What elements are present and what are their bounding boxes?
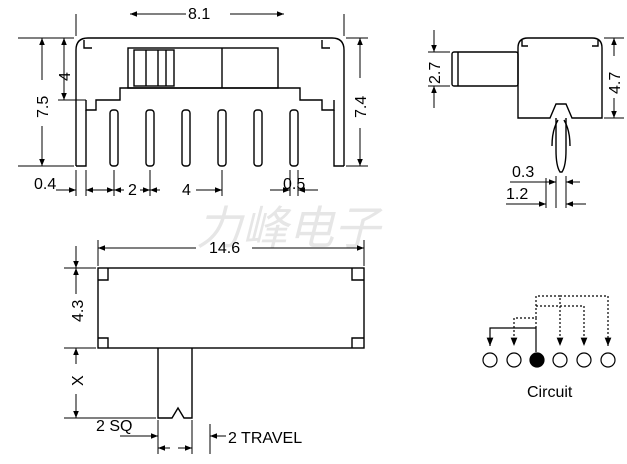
circuit-label: Circuit (527, 384, 573, 401)
side-actuator (451, 51, 519, 87)
bottom-corner-marks (98, 268, 364, 348)
watermark-text: 力峰电子 (196, 201, 383, 255)
pin-pitch-label-2: 4 (182, 182, 191, 199)
bottom-body (97, 267, 365, 349)
top-overall-height-label: 7.5 (35, 96, 52, 118)
terminal-1 (482, 352, 498, 368)
terminal-common (529, 352, 545, 368)
top-left-height-label: 4 (57, 72, 74, 81)
pin-width-label: 0.5 (283, 176, 305, 193)
side-corner-marks (521, 40, 599, 47)
top-width-label: 8.1 (188, 6, 210, 23)
side-actuator-height-label: 2.7 (427, 62, 444, 84)
pin-thickness-label: 0.3 (512, 164, 534, 181)
travel-label: 2 TRAVEL (228, 430, 302, 447)
side-body (517, 37, 603, 119)
circuit-dotted-link-1 (510, 317, 537, 346)
actuator-length-label: X (70, 375, 87, 386)
pin-span-label: 1.2 (506, 186, 528, 203)
side-view-dimensions (428, 30, 624, 208)
actuator-knob (133, 49, 175, 87)
terminal-4 (552, 352, 568, 368)
circuit-dotted-link-3 (535, 295, 564, 346)
terminal-6 (600, 352, 616, 368)
bottom-view (97, 267, 365, 419)
left-leg (76, 110, 87, 167)
top-pins (109, 109, 299, 167)
bottom-actuator (157, 348, 193, 419)
side-body-height-label: 4.7 (607, 72, 624, 94)
bottom-view-dimensions (64, 240, 365, 454)
actuator-size-label: 2 SQ (96, 418, 132, 435)
right-leg (333, 110, 344, 167)
top-body-outline (75, 37, 345, 166)
terminal-2 (506, 352, 522, 368)
top-body-base (85, 87, 335, 111)
top-corner-marks (83, 40, 330, 49)
circuit-diagram (482, 295, 616, 368)
top-right-height-label: 7.4 (353, 96, 370, 118)
bottom-depth-label: 4.3 (70, 300, 87, 322)
slide-slot (127, 47, 279, 89)
bottom-length-label: 14.6 (209, 240, 240, 257)
top-view (75, 37, 345, 167)
pin-pitch-label-1: 2 (128, 182, 137, 199)
top-view-dimensions (18, 11, 368, 196)
side-view (451, 37, 603, 173)
pin-edge-label: 0.4 (34, 176, 56, 193)
side-pin (555, 118, 567, 173)
terminal-5 (576, 352, 592, 368)
circuit-solid-link (486, 327, 537, 352)
circuit-dotted-link-4 (560, 295, 612, 346)
